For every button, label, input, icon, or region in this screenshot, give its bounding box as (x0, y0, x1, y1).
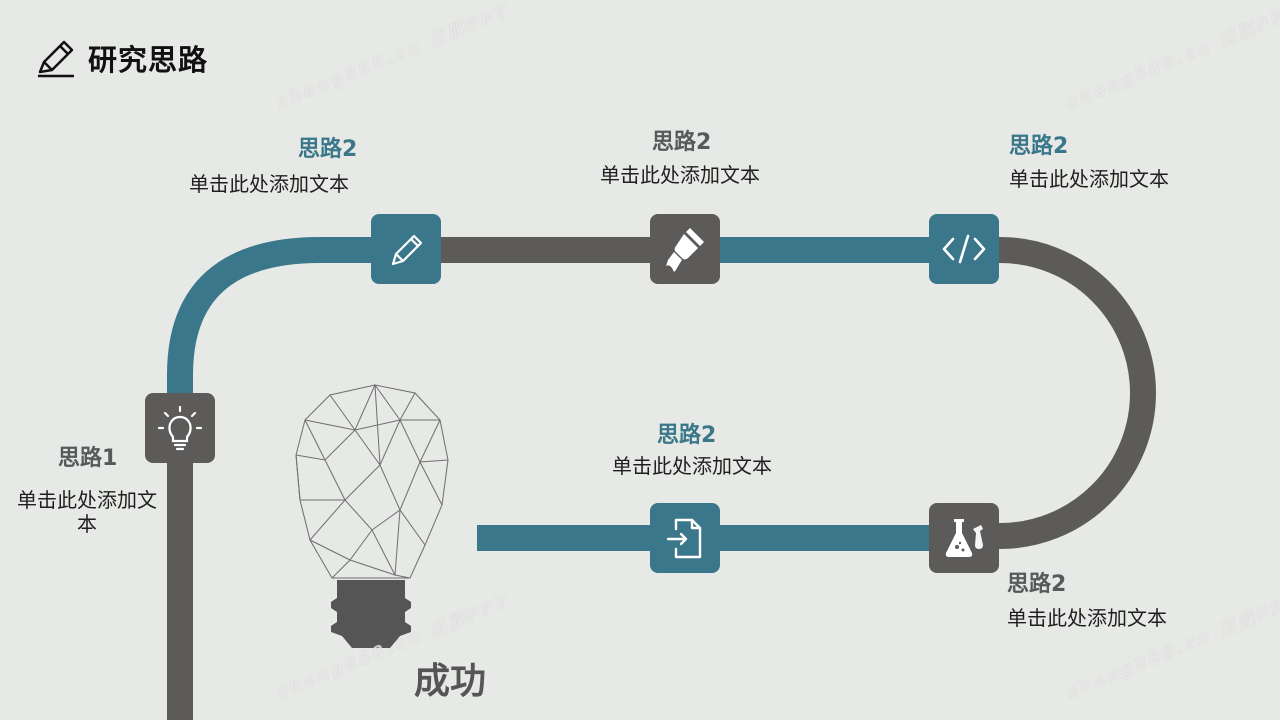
step-3-title: 思路2 (652, 130, 712, 155)
step-3-text: 单击此处添加文本 (600, 163, 760, 187)
pencil-title-icon (38, 40, 74, 78)
success-label: 成功 (414, 661, 487, 702)
lightbulb-base-icon (331, 580, 411, 648)
step-node-4[interactable] (929, 214, 999, 284)
lightbulb-icon (157, 405, 203, 451)
step-node-5[interactable] (929, 503, 999, 573)
file-import-icon (666, 518, 702, 559)
step-node-2[interactable] (371, 214, 441, 284)
step-node-3[interactable] (650, 214, 720, 284)
step-5-text: 单击此处添加文本 (1007, 606, 1167, 630)
code-icon (942, 234, 986, 264)
step-node-6[interactable] (650, 503, 720, 573)
slide-title: 研究思路 (88, 43, 209, 77)
step-4-text: 单击此处添加文本 (1009, 167, 1169, 191)
step-node-1[interactable] (145, 393, 215, 463)
path-segment-curve-topleft (167, 237, 405, 420)
step-6-text: 单击此处添加文本 (612, 454, 772, 478)
step-2-text: 单击此处添加文本 (189, 172, 349, 196)
flask-icon (945, 519, 983, 557)
lightbulb-wireframe-icon (295, 383, 449, 579)
step-1-title: 思路1 (58, 446, 118, 471)
path-segment-curve-right (965, 237, 1156, 549)
step-5-title: 思路2 (1007, 572, 1067, 597)
pencil-icon (391, 234, 423, 266)
step-4-title: 思路2 (1009, 134, 1069, 159)
step-6-title: 思路2 (657, 423, 717, 448)
step-2-title: 思路2 (298, 137, 358, 162)
paint-brush-icon (666, 228, 704, 272)
step-1-text: 单击此处添加文本 (17, 488, 157, 536)
